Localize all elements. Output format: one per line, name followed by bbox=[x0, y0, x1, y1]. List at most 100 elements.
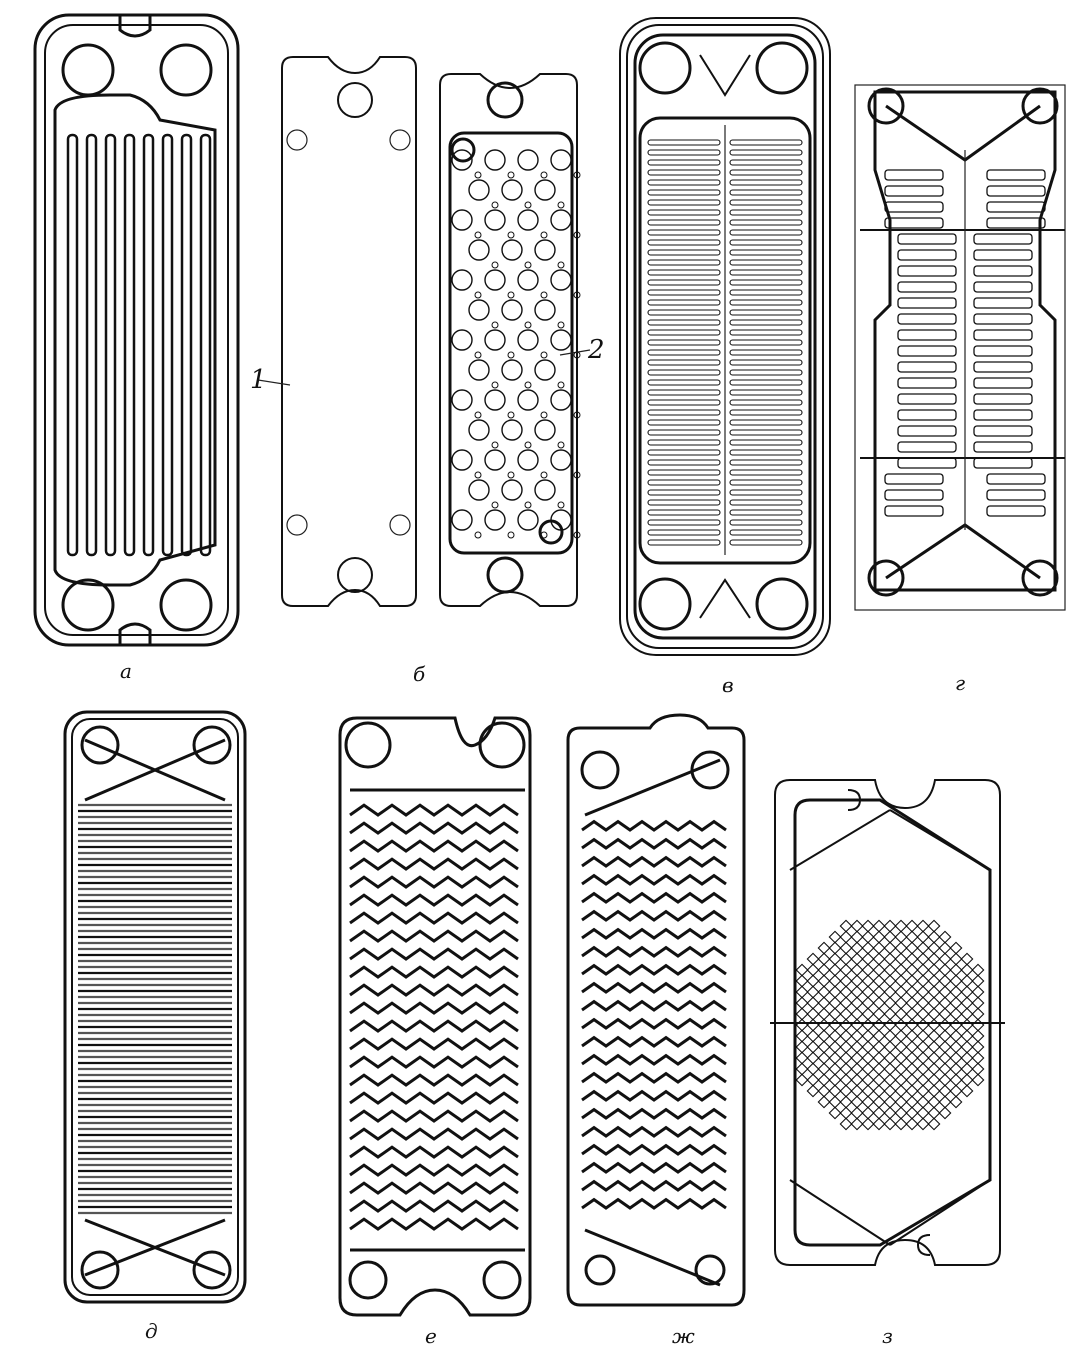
rib bbox=[647, 219, 721, 226]
channel bbox=[973, 265, 1033, 277]
rib bbox=[647, 389, 721, 396]
stud-small bbox=[573, 411, 581, 419]
channel bbox=[897, 345, 957, 357]
mesh-cell bbox=[861, 919, 875, 933]
stud bbox=[501, 179, 523, 201]
chevron bbox=[349, 1001, 519, 1015]
mesh-cell bbox=[795, 1018, 809, 1032]
mesh-cell bbox=[817, 1018, 831, 1032]
chevron bbox=[581, 1197, 727, 1210]
mesh-cell bbox=[927, 930, 941, 944]
mesh-cell bbox=[817, 963, 831, 977]
mesh-cell bbox=[949, 941, 963, 955]
rib bbox=[729, 489, 803, 496]
rib bbox=[647, 459, 721, 466]
mesh-cell bbox=[894, 1029, 908, 1043]
mesh-cell bbox=[861, 930, 875, 944]
mesh-cell bbox=[806, 996, 820, 1010]
mesh-cell bbox=[916, 1051, 930, 1065]
mesh-cell bbox=[894, 1117, 908, 1131]
channel bbox=[986, 489, 1046, 501]
rib bbox=[647, 429, 721, 436]
rib bbox=[729, 349, 803, 356]
mesh-cell bbox=[905, 1084, 919, 1098]
chevron bbox=[349, 965, 519, 979]
mesh-cell bbox=[905, 930, 919, 944]
mesh-cell bbox=[861, 1018, 875, 1032]
rib bbox=[647, 539, 721, 546]
mesh-cell bbox=[828, 1029, 842, 1043]
rib bbox=[647, 329, 721, 336]
stud bbox=[534, 479, 556, 501]
mesh-cell bbox=[905, 952, 919, 966]
mesh-cell bbox=[828, 1018, 842, 1032]
stud bbox=[550, 509, 572, 531]
mesh-cell bbox=[938, 941, 952, 955]
chevron bbox=[349, 1127, 519, 1141]
plate-v bbox=[619, 17, 831, 656]
mesh-cell bbox=[938, 1073, 952, 1087]
mesh-cell bbox=[927, 1018, 941, 1032]
mesh-cell bbox=[850, 1051, 864, 1065]
mesh-cell bbox=[839, 1062, 853, 1076]
mesh-cell bbox=[894, 1007, 908, 1021]
mesh-cell bbox=[916, 1084, 930, 1098]
mesh-cell bbox=[850, 1106, 864, 1120]
mesh-cell bbox=[806, 1073, 820, 1087]
stud-small bbox=[524, 321, 532, 329]
mesh-cell bbox=[839, 930, 853, 944]
mesh-cell bbox=[916, 1029, 930, 1043]
stud bbox=[534, 179, 556, 201]
stud-small bbox=[474, 531, 482, 539]
stud bbox=[534, 359, 556, 381]
plate-b bbox=[257, 56, 591, 607]
chevron bbox=[581, 963, 727, 976]
stud bbox=[517, 269, 539, 291]
mesh-cell bbox=[861, 1073, 875, 1087]
mesh-cell bbox=[828, 1007, 842, 1021]
mesh-cell bbox=[927, 919, 941, 933]
stud bbox=[451, 389, 473, 411]
mesh-cell bbox=[905, 1029, 919, 1043]
plate-zh bbox=[566, 713, 746, 1307]
mesh-cell bbox=[927, 1084, 941, 1098]
channel bbox=[884, 473, 944, 485]
stud-small bbox=[491, 441, 499, 449]
mesh-cell bbox=[839, 985, 853, 999]
channel bbox=[973, 361, 1033, 373]
mesh-cell bbox=[850, 1018, 864, 1032]
chevron bbox=[349, 929, 519, 943]
chevron bbox=[349, 1145, 519, 1159]
chevron bbox=[349, 875, 519, 889]
mesh-cell bbox=[839, 1051, 853, 1065]
mesh-cell bbox=[828, 930, 842, 944]
mesh-cell bbox=[872, 930, 886, 944]
mesh-cell bbox=[883, 952, 897, 966]
mesh-cell bbox=[828, 1084, 842, 1098]
mesh-cell bbox=[872, 1062, 886, 1076]
mesh-cell bbox=[905, 1062, 919, 1076]
rib bbox=[729, 459, 803, 466]
rib bbox=[647, 239, 721, 246]
channel bbox=[180, 133, 193, 557]
mesh-cell bbox=[883, 1018, 897, 1032]
rib bbox=[729, 539, 803, 546]
stud bbox=[451, 449, 473, 471]
mesh-cell bbox=[960, 1051, 974, 1065]
mesh-cell bbox=[806, 1029, 820, 1043]
stud-small bbox=[491, 381, 499, 389]
mesh-cell bbox=[861, 1095, 875, 1109]
mesh-cell bbox=[916, 1040, 930, 1054]
mesh-cell bbox=[883, 1029, 897, 1043]
rib bbox=[647, 209, 721, 216]
mesh-cell bbox=[861, 1007, 875, 1021]
rib bbox=[647, 199, 721, 206]
mesh-cell bbox=[872, 1073, 886, 1087]
channel bbox=[986, 201, 1046, 213]
mesh-cell bbox=[916, 1106, 930, 1120]
mesh-cell bbox=[905, 919, 919, 933]
mesh-cell bbox=[872, 941, 886, 955]
rib bbox=[729, 399, 803, 406]
plate-a bbox=[33, 13, 240, 647]
chevron bbox=[581, 1089, 727, 1102]
